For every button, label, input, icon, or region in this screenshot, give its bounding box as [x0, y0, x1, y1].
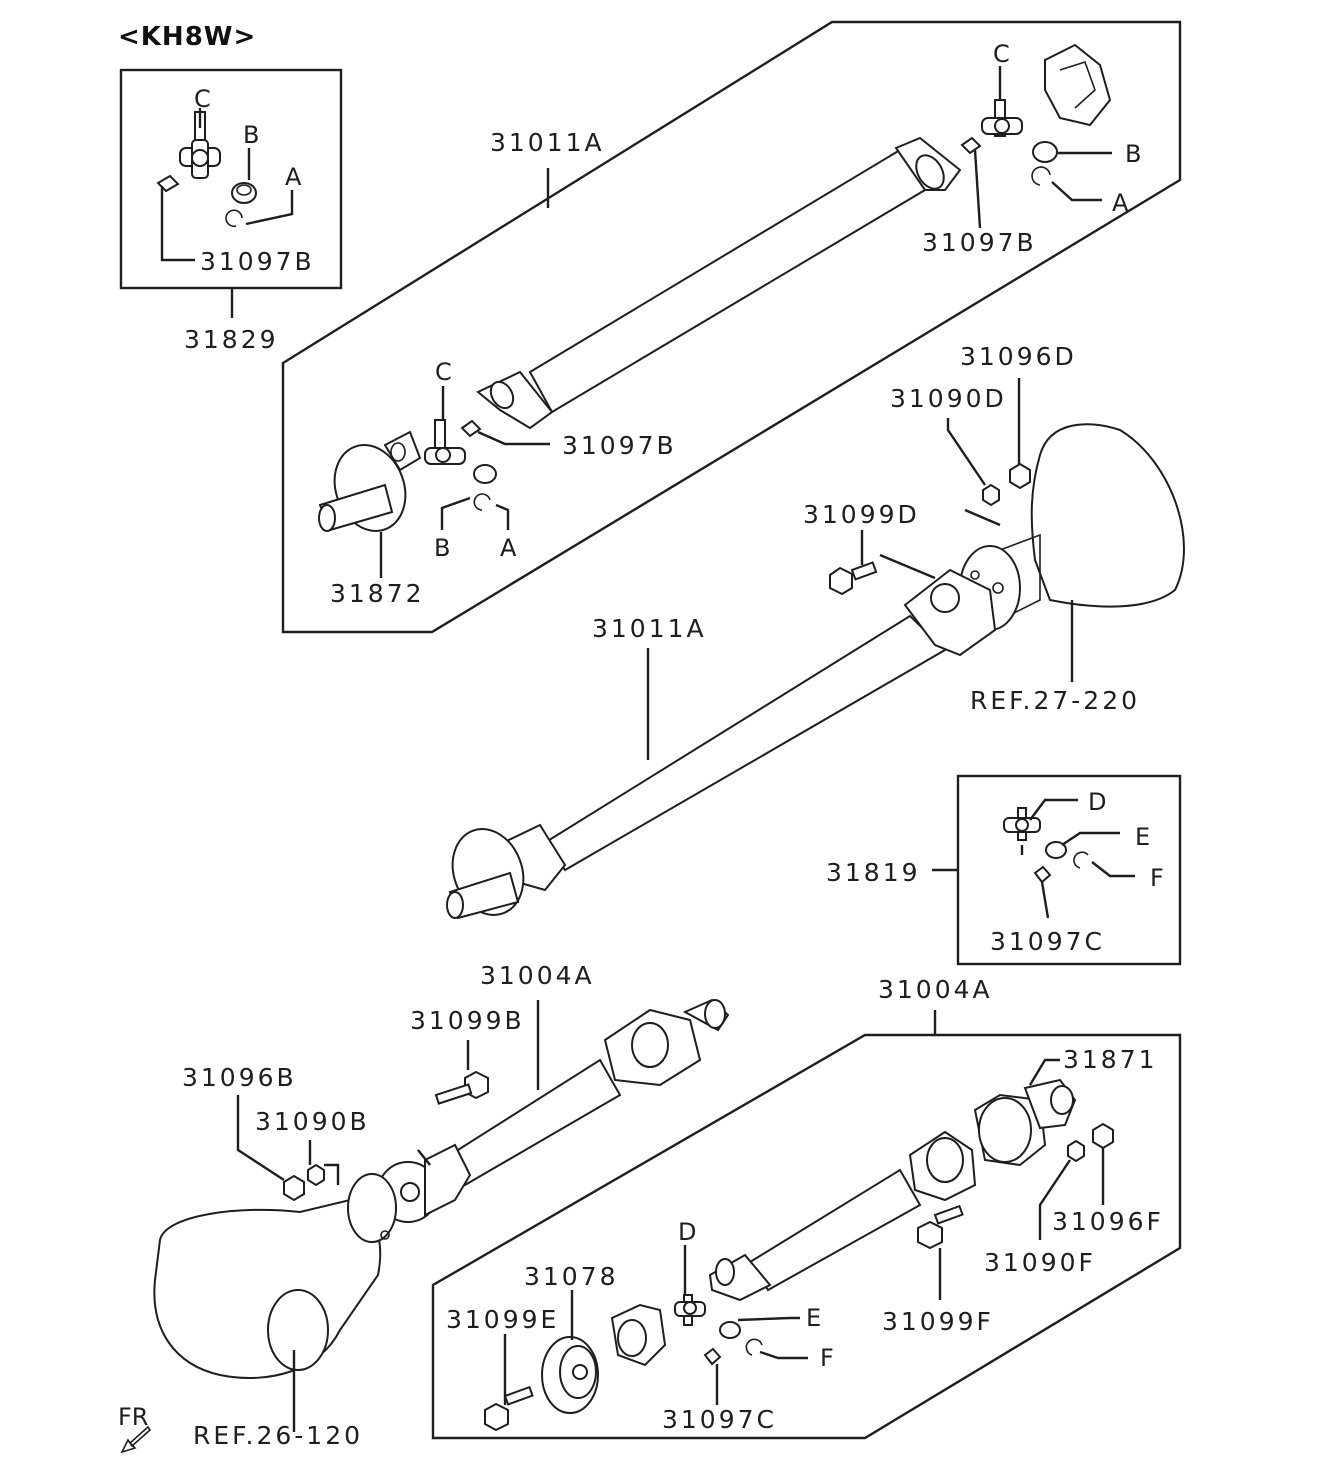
washer-31090F	[1067, 1139, 1085, 1163]
arrow-icon	[120, 1425, 152, 1454]
ref-26-120: REF.26-120	[193, 1421, 363, 1450]
companion-flange-31871	[973, 1078, 1077, 1167]
bolt-31099E	[484, 1385, 534, 1432]
part-31099D: 31099D	[803, 500, 920, 529]
part-31078: 31078	[524, 1262, 619, 1291]
sleeve-yoke-31872	[318, 430, 422, 532]
part-31097C-bot: 31097C	[662, 1405, 777, 1434]
part-31004A-right: 31004A	[878, 975, 993, 1004]
washer-31090D	[982, 483, 1000, 507]
part-31096D: 31096D	[960, 342, 1077, 371]
part-31819: 31819	[826, 858, 921, 887]
letter-b: B	[243, 121, 259, 149]
front-propeller-shaft-left	[377, 998, 730, 1223]
letter-b-top: B	[1125, 140, 1141, 168]
snap-ring	[225, 209, 243, 228]
letter-d-bot: D	[678, 1218, 696, 1246]
letter-f-bot: F	[820, 1344, 834, 1372]
part-31090B: 31090B	[255, 1107, 370, 1136]
letter-a-mid: A	[500, 534, 517, 562]
middle-propeller-shaft	[446, 568, 997, 920]
part-31099F: 31099F	[882, 1307, 994, 1336]
ref-27-220: REF.27-220	[970, 686, 1140, 715]
letter-e-box: E	[1135, 823, 1150, 851]
part-31099B: 31099B	[410, 1006, 525, 1035]
part-31096B: 31096B	[182, 1063, 297, 1092]
part-31871: 31871	[1063, 1045, 1158, 1074]
lower-left-spider	[424, 419, 497, 511]
letter-f-box: F	[1150, 864, 1164, 892]
part-31011A-mid: 31011A	[592, 614, 707, 643]
part-31011A-top: 31011A	[490, 128, 605, 157]
washer-31090B	[307, 1163, 325, 1187]
fr-label: FR	[118, 1403, 148, 1431]
part-31096F: 31096F	[1052, 1207, 1164, 1236]
letter-d-box: D	[1088, 788, 1106, 816]
part-31097B-top: 31097B	[922, 228, 1037, 257]
transmission-ref-26-120	[153, 1173, 397, 1379]
transfer-case-ref-27-220	[959, 423, 1185, 631]
bolt-31099D	[829, 561, 878, 596]
bolt-31099F	[917, 1204, 964, 1250]
lower-spider-joint	[674, 1294, 763, 1366]
letter-a: A	[285, 163, 302, 191]
model-code-title: <KH8W>	[118, 22, 256, 52]
letter-c-mid: C	[435, 358, 452, 386]
nut-31096F	[1092, 1122, 1114, 1150]
letter-b-mid: B	[434, 534, 450, 562]
bolt-31099B	[434, 1070, 489, 1105]
letter-a-top: A	[1112, 189, 1129, 217]
part-31004A-left: 31004A	[480, 961, 595, 990]
universal-joint-spider	[179, 111, 221, 179]
part-31090D: 31090D	[890, 384, 1007, 413]
inset-31829: C B A 31097B	[119, 68, 343, 290]
lower-assembly-panel	[431, 1033, 1182, 1440]
nut-31096B	[283, 1174, 305, 1202]
part-31872: 31872	[330, 579, 425, 608]
bearing-cup	[231, 182, 257, 204]
upper-right-joint	[960, 43, 1112, 186]
part-31829: 31829	[184, 325, 279, 354]
part-31099E: 31099E	[446, 1305, 559, 1334]
upper-assembly-panel	[281, 20, 1182, 634]
letter-c-top: C	[993, 40, 1010, 68]
flexible-coupling-31078	[541, 1303, 667, 1414]
front-propeller-shaft-right	[708, 1130, 977, 1302]
front-direction-arrow: FR	[118, 1403, 152, 1454]
part-31097B-mid: 31097B	[562, 431, 677, 460]
part-31097C-box: 31097C	[990, 927, 1105, 956]
inset-31819: D E F 31097C	[956, 774, 1182, 966]
part-31097B-box: 31097B	[200, 247, 315, 276]
nut-31096D	[1009, 462, 1031, 490]
letter-c: C	[194, 85, 211, 113]
upper-propeller-shaft	[476, 136, 962, 430]
part-31090F: 31090F	[984, 1248, 1096, 1277]
letter-e-bot: E	[806, 1304, 821, 1332]
